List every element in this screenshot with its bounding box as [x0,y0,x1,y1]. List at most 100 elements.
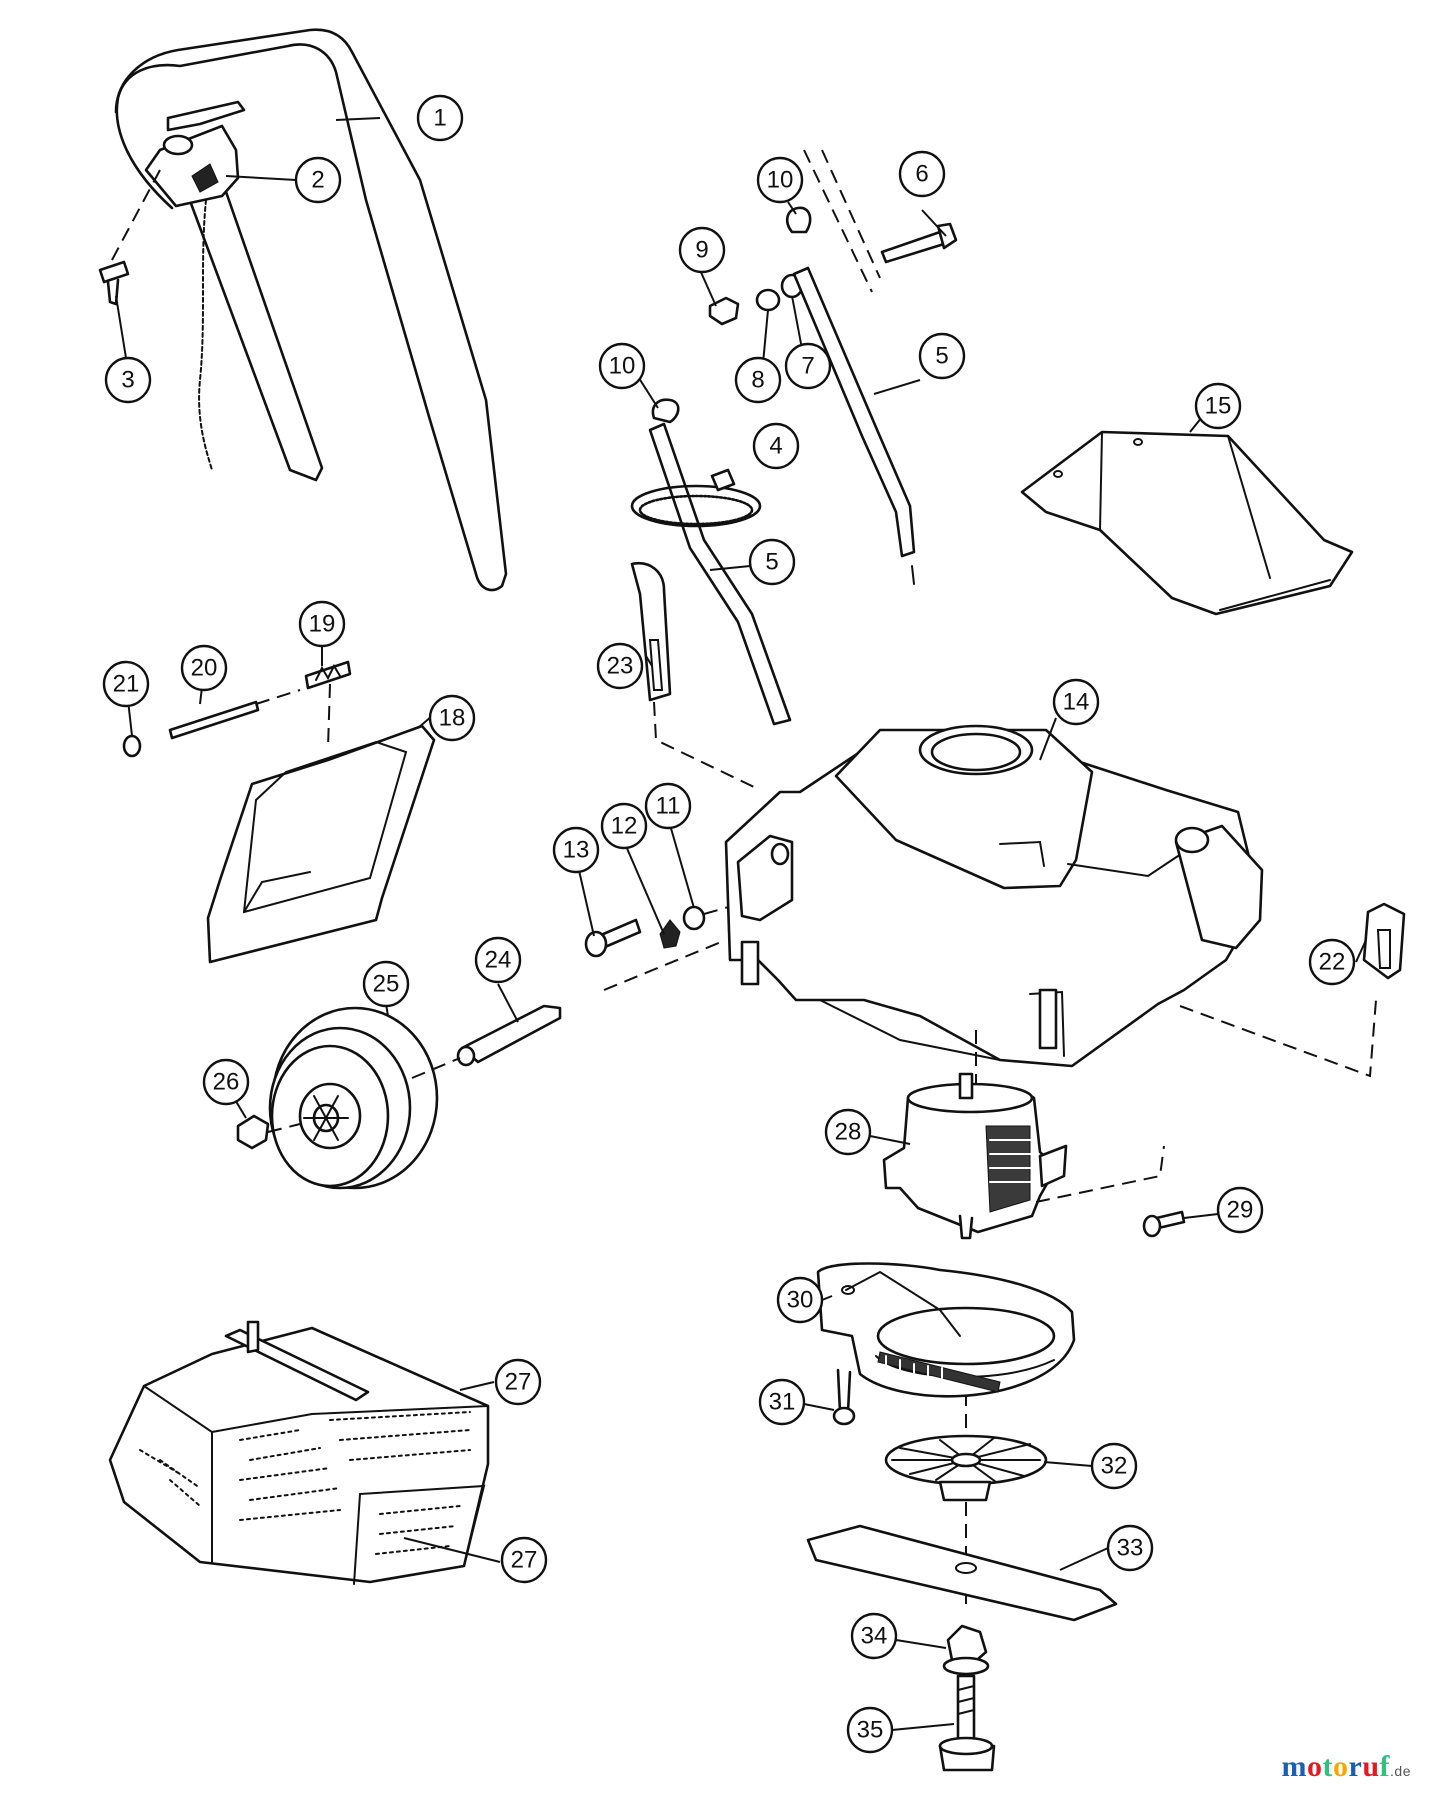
callout-20: 20 [180,644,228,692]
discharge-flap-part-18 [206,724,436,964]
upper-handle-part [114,28,508,592]
callout-25: 25 [362,960,410,1008]
brand-letter: t [1322,1750,1334,1783]
fan-housing-part-30 [816,1262,1076,1398]
callout-34: 34 [850,1612,898,1660]
bolt-part-35 [938,1674,996,1772]
callout-label: 12 [611,813,638,840]
cap-part-21 [122,734,142,758]
motoruf-watermark-logo: motoruf.de [1282,1750,1411,1784]
callout-label: 3 [121,367,134,394]
callout-33: 33 [1106,1524,1154,1572]
blade-part-33 [806,1524,1118,1622]
wheel-part-25 [268,1006,461,1190]
clip-part-23 [630,561,757,789]
callout-24: 24 [474,936,522,984]
callout-label: 19 [309,611,336,638]
callout-label: 26 [213,1069,240,1096]
callout-32: 32 [1090,1442,1138,1490]
callout-label: 24 [485,947,512,974]
callout-label: 33 [1117,1535,1144,1562]
callout-2: 2 [294,156,342,204]
callout-10: 10 [756,156,804,204]
callout-9: 9 [678,226,726,274]
callout-label: 11 [656,793,681,820]
callout-label: 10 [609,353,636,380]
callout-22: 22 [1308,938,1356,986]
callout-5: 5 [748,538,796,586]
brand-letter: o [1307,1750,1323,1783]
callout-23: 23 [596,642,644,690]
callout-4: 4 [752,422,800,470]
brand-letter: u [1362,1750,1380,1783]
callout-label: 5 [935,343,948,370]
callout-label: 35 [857,1717,884,1744]
callout-31: 31 [758,1378,806,1426]
brand-letter: r [1348,1750,1363,1783]
callout-6: 6 [898,150,946,198]
callout-28: 28 [824,1108,872,1156]
callout-label: 34 [861,1623,888,1650]
callout-27: 27 [494,1358,542,1406]
callout-label: 28 [835,1119,862,1146]
callout-14: 14 [1052,678,1100,726]
callout-label: 9 [695,237,708,264]
deck-housing-part-14 [724,724,1264,1068]
callout-15: 15 [1194,382,1242,430]
callout-label: 8 [751,367,764,394]
adapter-part-34 [942,1624,990,1676]
callout-label: 25 [373,971,400,998]
callout-label: 23 [607,653,634,680]
callout-label: 6 [915,161,928,188]
callout-label: 29 [1227,1197,1254,1224]
brand-domain-suffix: .de [1390,1763,1411,1779]
screw-part-29 [1142,1210,1186,1238]
callout-10: 10 [598,342,646,390]
fastener-parts [651,149,958,424]
callout-label: 18 [439,705,466,732]
motor-part-28 [882,1072,1165,1240]
top-cover-part-15 [1020,430,1354,616]
grass-catcher-part-27 [108,1320,490,1585]
callout-label: 1 [433,105,446,132]
callout-35: 35 [846,1706,894,1754]
callout-label: 30 [787,1287,814,1314]
lower-handle-bar-left [648,422,792,726]
callout-26: 26 [202,1058,250,1106]
callout-label: 22 [1319,949,1346,976]
callout-label: 27 [511,1547,538,1574]
brand-wordmark: motoruf [1282,1750,1391,1783]
callout-label: 31 [769,1389,796,1416]
callout-label: 21 [113,671,140,698]
screw-part-3 [98,169,161,306]
callout-label: 2 [311,167,324,194]
callout-30: 30 [776,1276,824,1324]
callout-label: 7 [801,353,814,380]
rod-part-20 [168,689,301,740]
callout-7: 7 [784,342,832,390]
washer-part-12 [659,919,681,949]
bolt-part-13 [584,918,642,958]
nut-part-26 [236,1114,301,1150]
callout-label: 15 [1205,393,1232,420]
callout-3: 3 [104,356,152,404]
callout-8: 8 [734,356,782,404]
callout-29: 29 [1216,1186,1264,1234]
lower-handle-bar-right [792,266,916,585]
callout-5: 5 [918,332,966,380]
callout-21: 21 [102,660,150,708]
brand-letter: m [1281,1750,1308,1783]
cable-clip-ring-part-4 [630,468,762,528]
callout-label: 27 [505,1369,532,1396]
callout-12: 12 [600,802,648,850]
callout-11: 11 [644,782,692,830]
callout-label: 32 [1101,1453,1128,1480]
callout-label: 10 [767,167,794,194]
callout-label: 20 [191,655,218,682]
callout-18: 18 [428,694,476,742]
spring-part-19 [304,660,352,749]
callout-27: 27 [500,1536,548,1584]
axle-part-24 [456,1004,562,1067]
callout-label: 13 [563,837,590,864]
